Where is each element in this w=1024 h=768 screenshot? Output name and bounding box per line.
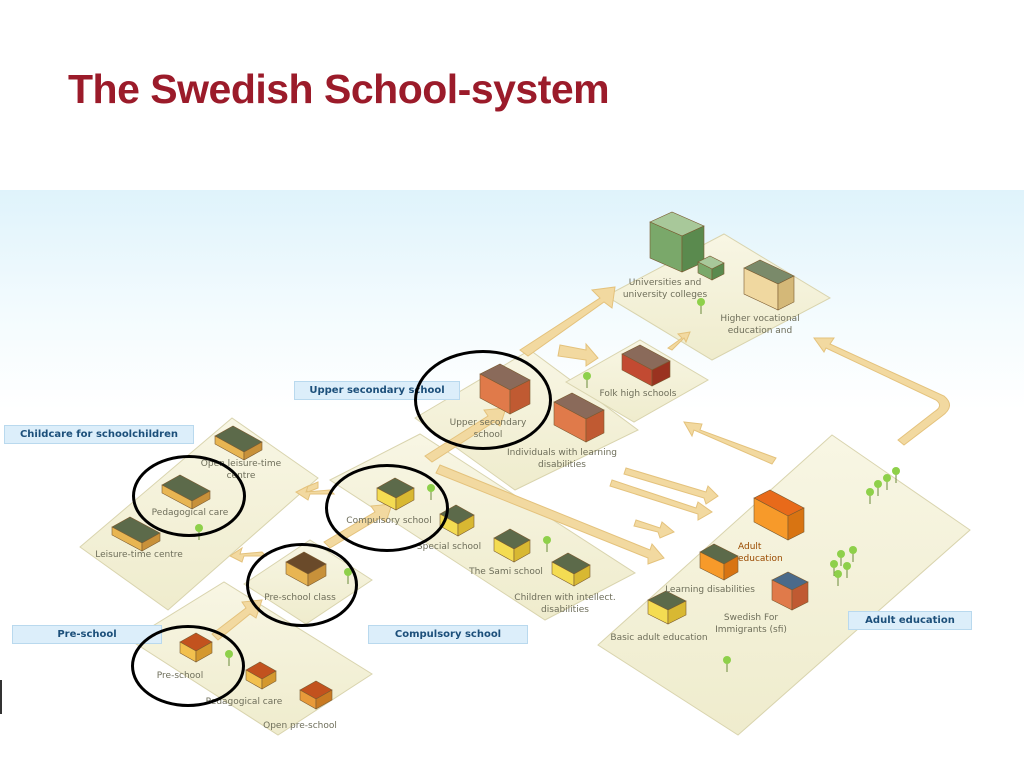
arrow-adult-to-universities <box>813 337 950 446</box>
highlight-circle-upper-secondary <box>414 350 552 450</box>
slide-title: The Swedish School-system <box>68 66 610 112</box>
tree <box>849 546 857 562</box>
tree <box>723 656 731 672</box>
tree <box>697 298 705 314</box>
label-pedagogical-care-preschool: Pedagogical care <box>205 697 283 707</box>
highlight-circle-pre-school <box>131 625 245 707</box>
arrow-compulsory-to-adult <box>435 464 665 565</box>
tree <box>892 467 900 483</box>
section-label-preschool: Pre-school <box>12 625 162 644</box>
arrow-to-folk-high <box>557 342 599 367</box>
label-learning-disabilities-upper: Individuals with learning disabilities <box>506 448 618 470</box>
label-open-leisure-time-centre: Open leisure-time centre <box>200 459 282 481</box>
building-university-small <box>697 255 725 281</box>
building-adult-education <box>753 489 805 541</box>
section-label-adult: Adult education <box>848 611 972 630</box>
tree <box>866 488 874 504</box>
building-open-leisure <box>214 425 263 461</box>
tree <box>543 536 551 552</box>
school-system-diagram: Childcare for schoolchildren Pre-school … <box>0 190 1024 768</box>
label-learning-disabilities-adult: Learning disabilities <box>665 585 755 595</box>
label-open-pre-school: Open pre-school <box>263 721 337 731</box>
arrow-adult-to-upper <box>683 421 777 465</box>
label-folk-high-schools: Folk high schools <box>599 389 677 399</box>
label-intellect-disabilities: Children with intellect. disabilities <box>514 593 616 615</box>
building-sami-school <box>493 528 531 563</box>
building-pedagogical-care-preschool <box>245 661 277 690</box>
highlight-circle-pedagogical-care <box>132 455 246 537</box>
building-sfi <box>771 571 809 611</box>
tree <box>843 562 851 578</box>
label-sami-school: The Sami school <box>469 567 543 577</box>
building-folk-high <box>621 344 671 387</box>
building-open-pre-school <box>299 680 333 710</box>
arrow-adult-to-folk <box>623 467 719 505</box>
label-basic-adult-education: Basic adult education <box>610 633 708 643</box>
label-higher-vocational: Higher vocational education and <box>720 314 800 336</box>
label-sfi: Swedish For Immigrants (sfi) <box>715 613 787 635</box>
left-edge-marker <box>0 680 2 714</box>
tree <box>883 474 891 490</box>
building-learning-disabilities-upper <box>553 392 605 443</box>
label-adult-education: Adult education <box>738 542 783 564</box>
building-basic-adult <box>647 590 687 625</box>
building-higher-vocational <box>743 259 795 311</box>
tree <box>834 570 842 586</box>
building-learning-disabilities-adult <box>699 543 739 581</box>
highlight-circle-compulsory <box>325 464 449 552</box>
tree <box>874 480 882 496</box>
building-intellect-disabilities <box>551 552 591 587</box>
arrow-to-universities <box>519 286 616 357</box>
tree <box>830 560 838 576</box>
label-universities: Universities and university colleges <box>622 278 708 300</box>
tree <box>837 550 845 566</box>
label-special-school: Special school <box>416 542 482 552</box>
highlight-circle-pre-school-class <box>246 543 358 627</box>
building-leisure-time <box>111 516 161 552</box>
arrow-small-up <box>667 331 691 351</box>
tree <box>583 372 591 388</box>
arrow-compulsory-out <box>633 519 675 539</box>
label-leisure-time-centre: Leisure-time centre <box>95 550 183 560</box>
section-label-compulsory: Compulsory school <box>368 625 528 644</box>
section-label-childcare: Childcare for schoolchildren <box>4 425 194 444</box>
platform-folk-high <box>565 339 709 423</box>
building-university <box>649 211 705 273</box>
arrow-upper-to-adult <box>609 479 713 521</box>
